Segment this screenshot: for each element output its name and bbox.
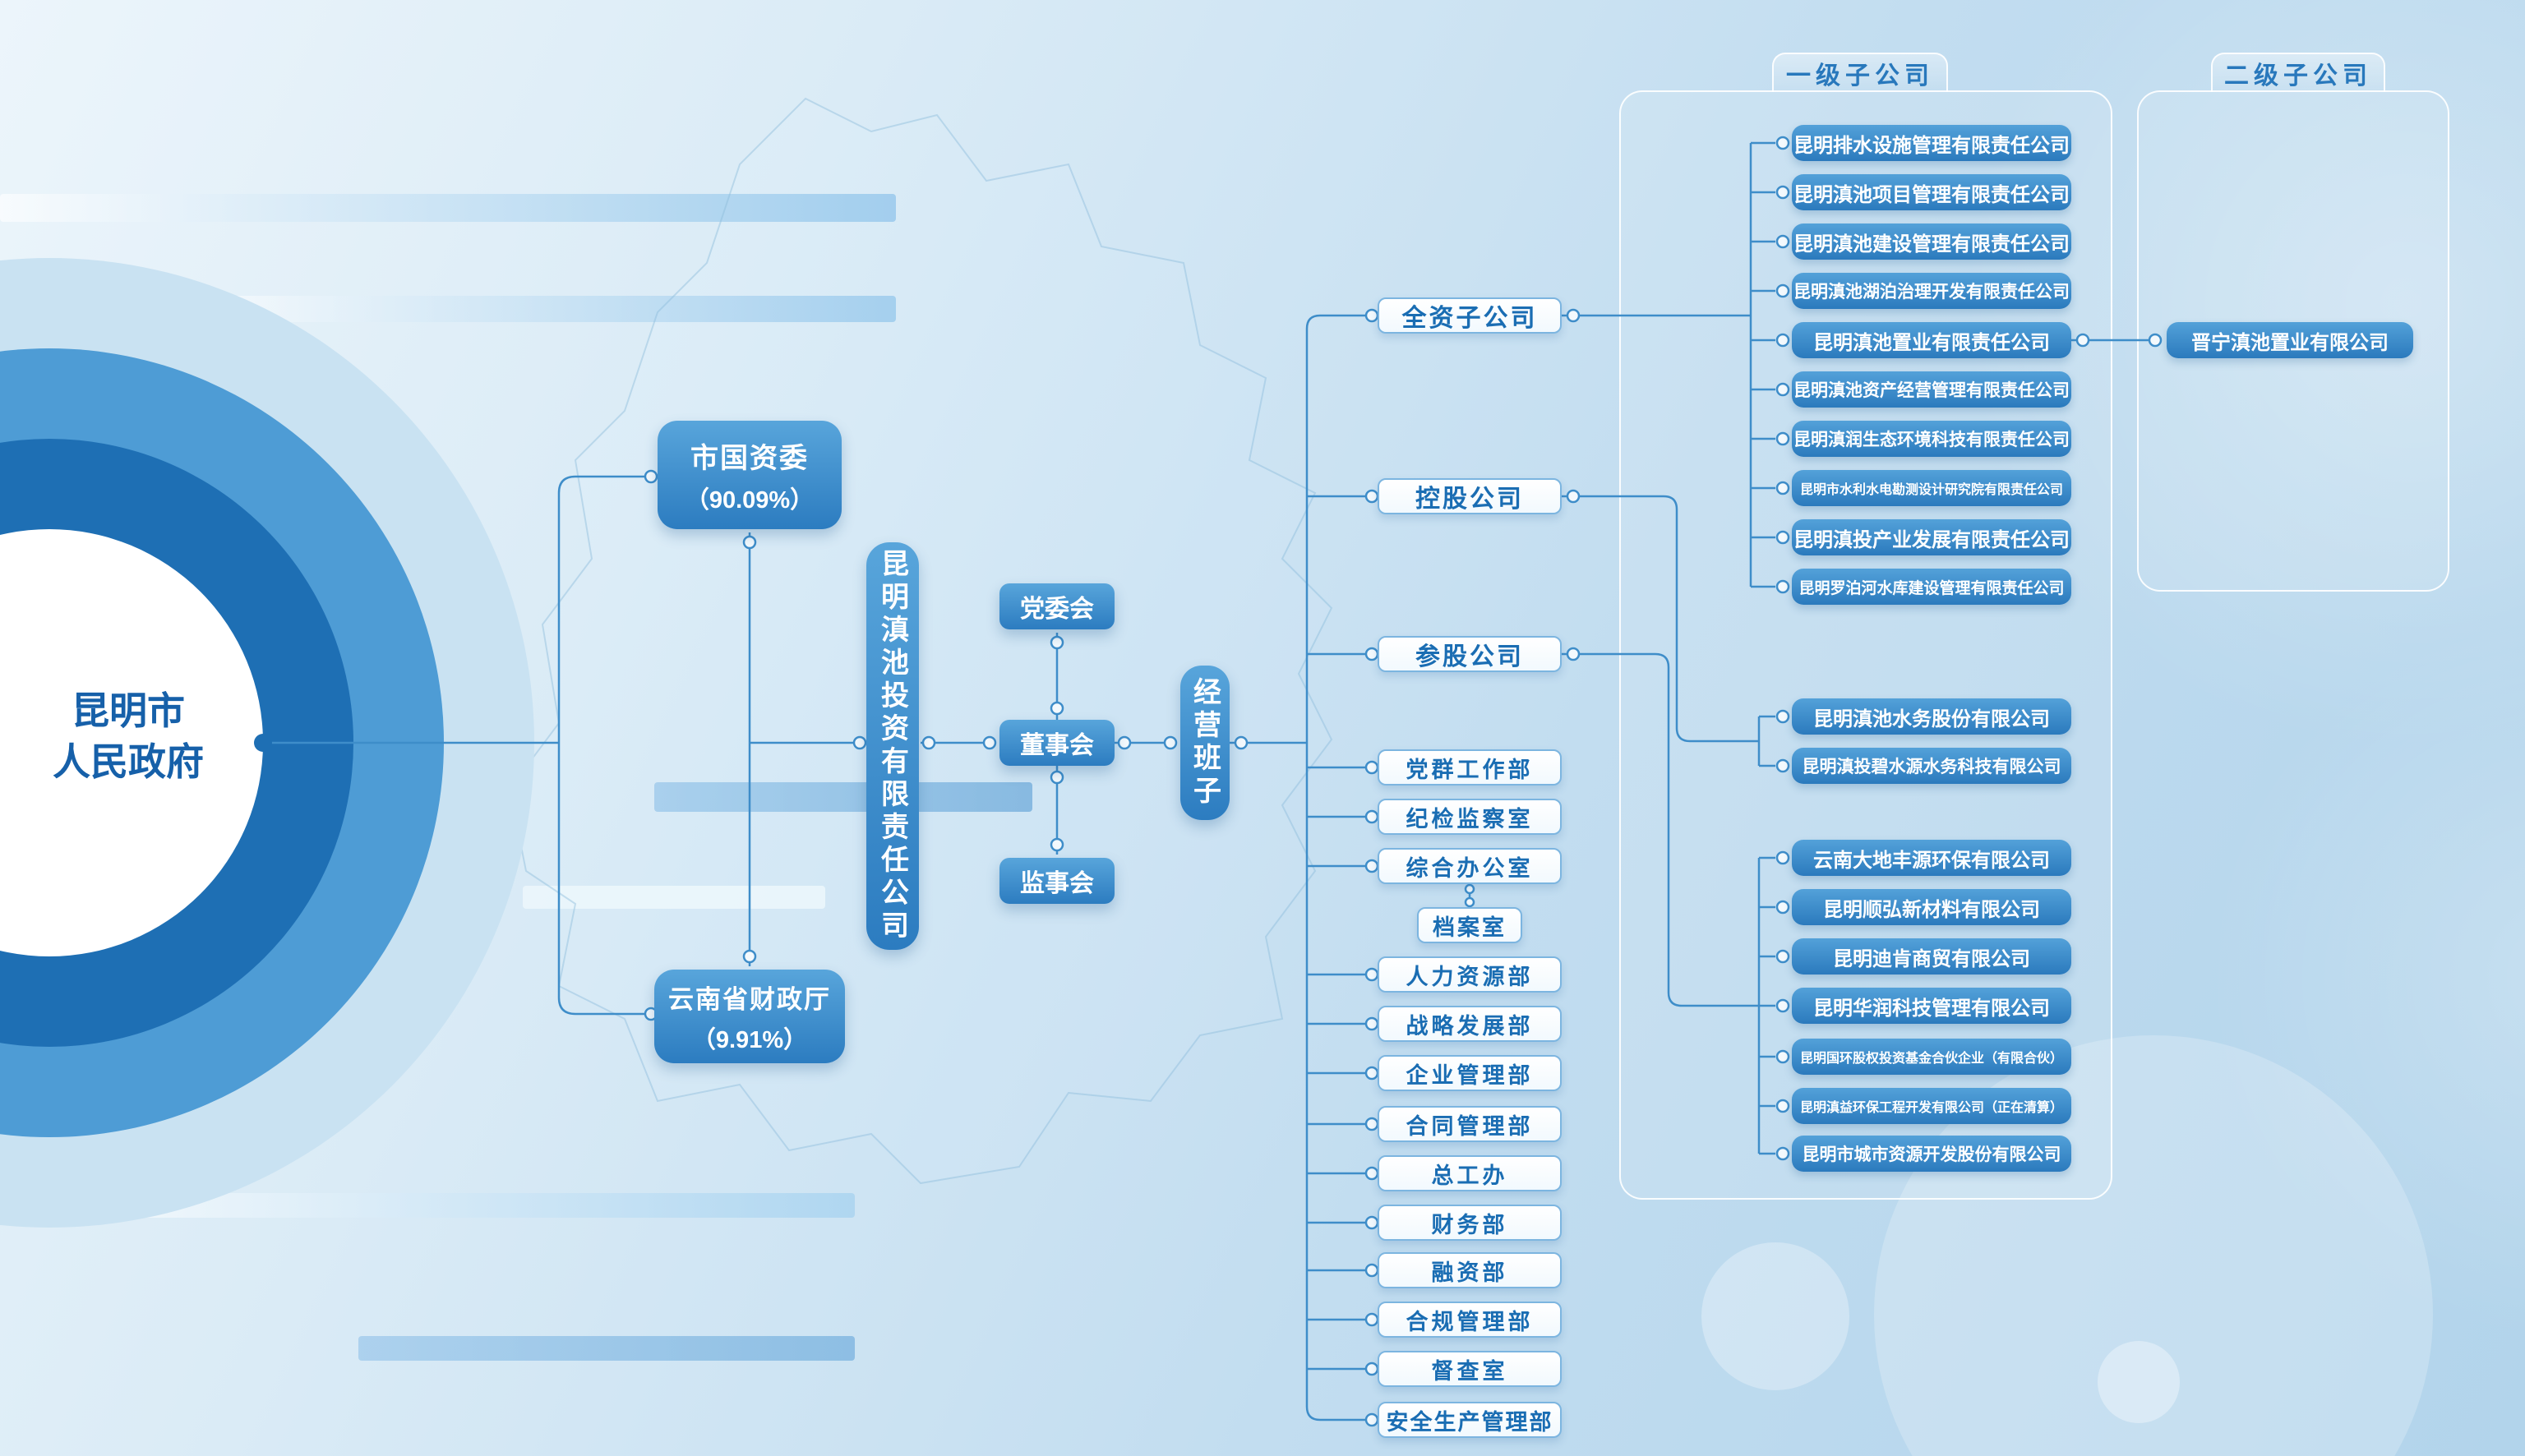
dept-label: 督查室 bbox=[1431, 1358, 1508, 1384]
wholly-owned-company-node: 昆明滇池资产经营管理有限责任公司 bbox=[1792, 371, 2071, 408]
board-of-directors-box: 董事会 bbox=[999, 720, 1115, 766]
category-participation-label: 参股公司 bbox=[1415, 643, 1524, 670]
wholly-owned-company-node: 昆明滇投产业发展有限责任公司 bbox=[1792, 519, 2071, 555]
dept-label: 安全生产管理部 bbox=[1386, 1409, 1553, 1435]
shareholder-sasac-box: 市国资委 （90.09%） bbox=[658, 421, 842, 529]
board-of-directors-label: 董事会 bbox=[1020, 732, 1094, 759]
participation-company-node: 昆明市城市资源开发股份有限公司 bbox=[1792, 1136, 2071, 1172]
decor-stripe bbox=[358, 1336, 855, 1361]
dept-chief-engineer-office: 总工办 bbox=[1378, 1155, 1562, 1191]
decor-stripe bbox=[654, 782, 1032, 812]
shareholder-finance-share: （9.91%） bbox=[691, 1026, 808, 1053]
dept-finance: 财务部 bbox=[1378, 1205, 1562, 1241]
management-team-label: 经营班子 bbox=[1189, 677, 1221, 809]
category-participation-box: 参股公司 bbox=[1378, 636, 1562, 672]
supervisory-board-box: 监事会 bbox=[999, 858, 1115, 904]
dept-label: 总工办 bbox=[1431, 1163, 1508, 1188]
wholly-owned-company-node: 昆明滇池湖泊治理开发有限责任公司 bbox=[1792, 273, 2071, 309]
dept-label: 融资部 bbox=[1431, 1260, 1508, 1285]
dept-safety-production: 安全生产管理部 bbox=[1378, 1402, 1562, 1438]
participation-company-node: 昆明顺弘新材料有限公司 bbox=[1792, 889, 2071, 925]
dept-label: 合同管理部 bbox=[1406, 1113, 1534, 1139]
government-label: 昆明市 人民政府 bbox=[0, 685, 256, 787]
decor-circle-small bbox=[2098, 1341, 2180, 1423]
wholly-owned-company-node: 昆明滇池建设管理有限责任公司 bbox=[1792, 223, 2071, 260]
archive-room-box: 档案室 bbox=[1417, 907, 1522, 943]
wholly-owned-company-node: 昆明排水设施管理有限责任公司 bbox=[1792, 125, 2071, 161]
wholly-owned-company-node: 昆明罗泊河水库建设管理有限责任公司 bbox=[1792, 569, 2071, 605]
participation-company-node: 云南大地丰源环保有限公司 bbox=[1792, 840, 2071, 876]
wholly-owned-company-node: 昆明滇池置业有限责任公司 bbox=[1792, 322, 2071, 358]
dept-contract-management: 合同管理部 bbox=[1378, 1106, 1562, 1142]
participation-company-node: 昆明华润科技管理有限公司 bbox=[1792, 988, 2071, 1024]
shareholder-finance-box: 云南省财政厅 （9.91%） bbox=[654, 970, 845, 1063]
panel-level1-title: 一级子公司 bbox=[1786, 62, 1934, 90]
dept-label: 企业管理部 bbox=[1406, 1062, 1534, 1088]
category-wholly-owned-box: 全资子公司 bbox=[1378, 297, 1562, 334]
category-holding-label: 控股公司 bbox=[1415, 486, 1524, 513]
wholly-owned-company-node: 昆明滇润生态环境科技有限责任公司 bbox=[1792, 421, 2071, 457]
dept-human-resources: 人力资源部 bbox=[1378, 956, 1562, 993]
decor-stripe bbox=[0, 194, 896, 222]
government-line2: 人民政府 bbox=[53, 740, 204, 784]
panel-level2-title: 二级子公司 bbox=[2224, 62, 2372, 90]
holding-company-node: 昆明滇投碧水源水务科技有限公司 bbox=[1792, 748, 2071, 784]
dept-label: 合规管理部 bbox=[1406, 1309, 1534, 1334]
dept-compliance: 合规管理部 bbox=[1378, 1302, 1562, 1338]
participation-company-node: 昆明滇益环保工程开发有限公司（正在清算） bbox=[1792, 1088, 2071, 1124]
party-committee-label: 党委会 bbox=[1020, 596, 1094, 623]
category-holding-box: 控股公司 bbox=[1378, 478, 1562, 514]
decor-stripe bbox=[230, 296, 896, 322]
party-committee-box: 党委会 bbox=[999, 583, 1115, 629]
dept-label: 综合办公室 bbox=[1406, 855, 1534, 881]
category-wholly-owned-label: 全资子公司 bbox=[1401, 305, 1538, 332]
dept-label: 战略发展部 bbox=[1406, 1013, 1534, 1039]
dept-financing: 融资部 bbox=[1378, 1252, 1562, 1288]
shareholder-finance-name: 云南省财政厅 bbox=[668, 984, 831, 1014]
shareholder-sasac-share: （90.09%） bbox=[685, 486, 815, 514]
dept-supervision-office: 督查室 bbox=[1378, 1351, 1562, 1387]
decor-stripe bbox=[523, 886, 825, 909]
dept-enterprise-management: 企业管理部 bbox=[1378, 1055, 1562, 1091]
participation-company-node: 昆明迪肯商贸有限公司 bbox=[1792, 938, 2071, 975]
company-name-box: 昆明滇池投资有限责任公司 bbox=[866, 542, 919, 950]
wholly-owned-company-node: 昆明市水利水电勘测设计研究院有限责任公司 bbox=[1792, 470, 2071, 506]
company-name: 昆明滇池投资有限责任公司 bbox=[876, 549, 908, 943]
holding-company-node: 昆明滇池水务股份有限公司 bbox=[1792, 698, 2071, 735]
dept-label: 纪检监察室 bbox=[1406, 806, 1534, 832]
dept-strategic-development: 战略发展部 bbox=[1378, 1006, 1562, 1042]
government-line1: 昆明市 bbox=[72, 689, 185, 732]
decor-circle-medium bbox=[1701, 1242, 1849, 1390]
dept-discipline-inspection: 纪检监察室 bbox=[1378, 799, 1562, 835]
shareholder-sasac-name: 市国资委 bbox=[690, 442, 809, 474]
level2-company-node: 晋宁滇池置业有限公司 bbox=[2167, 322, 2413, 358]
dept-label: 财务部 bbox=[1431, 1212, 1508, 1237]
wholly-owned-company-node: 昆明滇池项目管理有限责任公司 bbox=[1792, 174, 2071, 210]
archive-room-label: 档案室 bbox=[1433, 915, 1507, 940]
panel-level1-tab: 一级子公司 bbox=[1772, 53, 1948, 92]
dept-label: 人力资源部 bbox=[1406, 964, 1534, 989]
dept-party-mass-work: 党群工作部 bbox=[1378, 749, 1562, 786]
supervisory-board-label: 监事会 bbox=[1020, 870, 1094, 897]
dept-label: 党群工作部 bbox=[1406, 757, 1534, 782]
dept-general-office: 综合办公室 bbox=[1378, 848, 1562, 884]
panel-level2-tab: 二级子公司 bbox=[2211, 53, 2385, 92]
participation-company-node: 昆明国环股权投资基金合伙企业（有限合伙） bbox=[1792, 1039, 2071, 1075]
management-team-box: 经营班子 bbox=[1180, 666, 1230, 820]
